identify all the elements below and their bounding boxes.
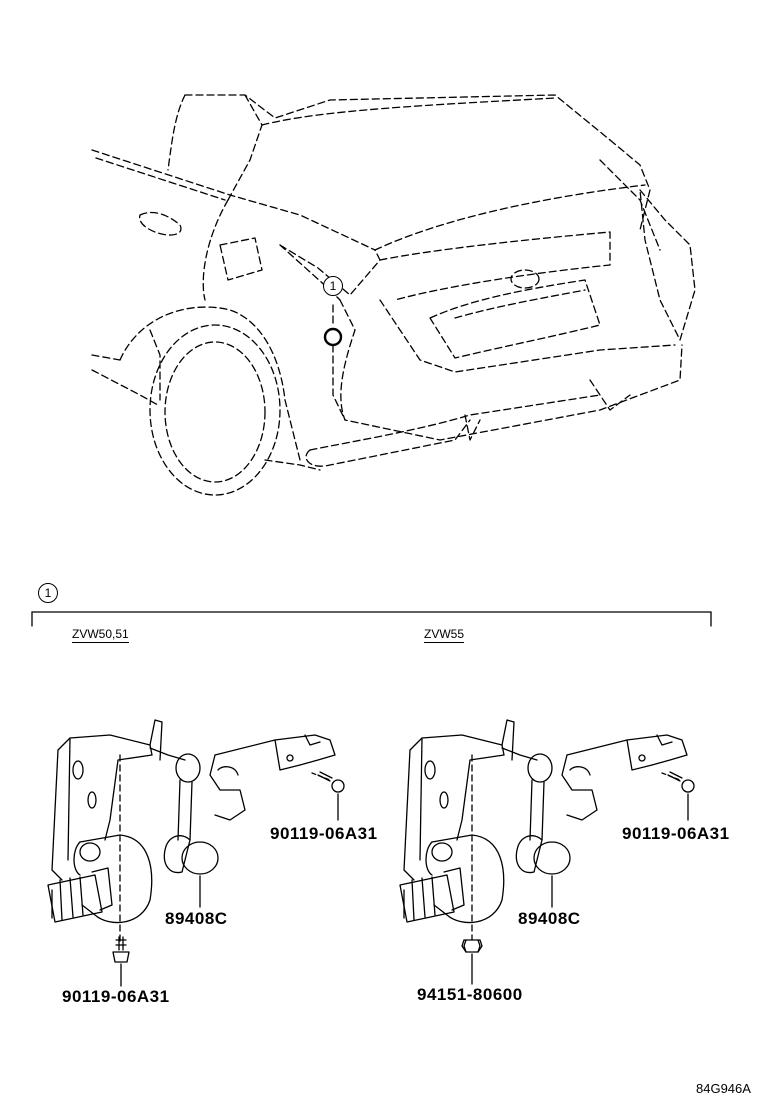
illustration-id: 84G946A	[696, 1081, 751, 1096]
part-number-right-nut-bottom[interactable]: 94151-80600	[417, 985, 523, 1004]
variant-label-right: ZVW55	[424, 627, 465, 643]
part-number-left-sensor[interactable]: 89408C	[165, 909, 228, 928]
part-number-left-bolt-right[interactable]: 90119-06A31	[270, 824, 378, 843]
callout-main: 1	[323, 276, 343, 296]
sensor-location-marker	[323, 327, 343, 347]
left-height-sensor-assembly	[47, 719, 345, 987]
part-number-left-bolt-bottom[interactable]: 90119-06A31	[62, 987, 170, 1006]
part-number-right-sensor[interactable]: 89408C	[518, 909, 581, 928]
vehicle-rear-illustration	[91, 94, 696, 496]
right-height-sensor-assembly	[399, 719, 695, 985]
callout-group: 1	[38, 583, 58, 603]
part-number-right-bolt-right[interactable]: 90119-06A31	[622, 824, 730, 843]
variant-label-left: ZVW50,51	[72, 627, 129, 643]
group-bracket	[31, 611, 712, 627]
